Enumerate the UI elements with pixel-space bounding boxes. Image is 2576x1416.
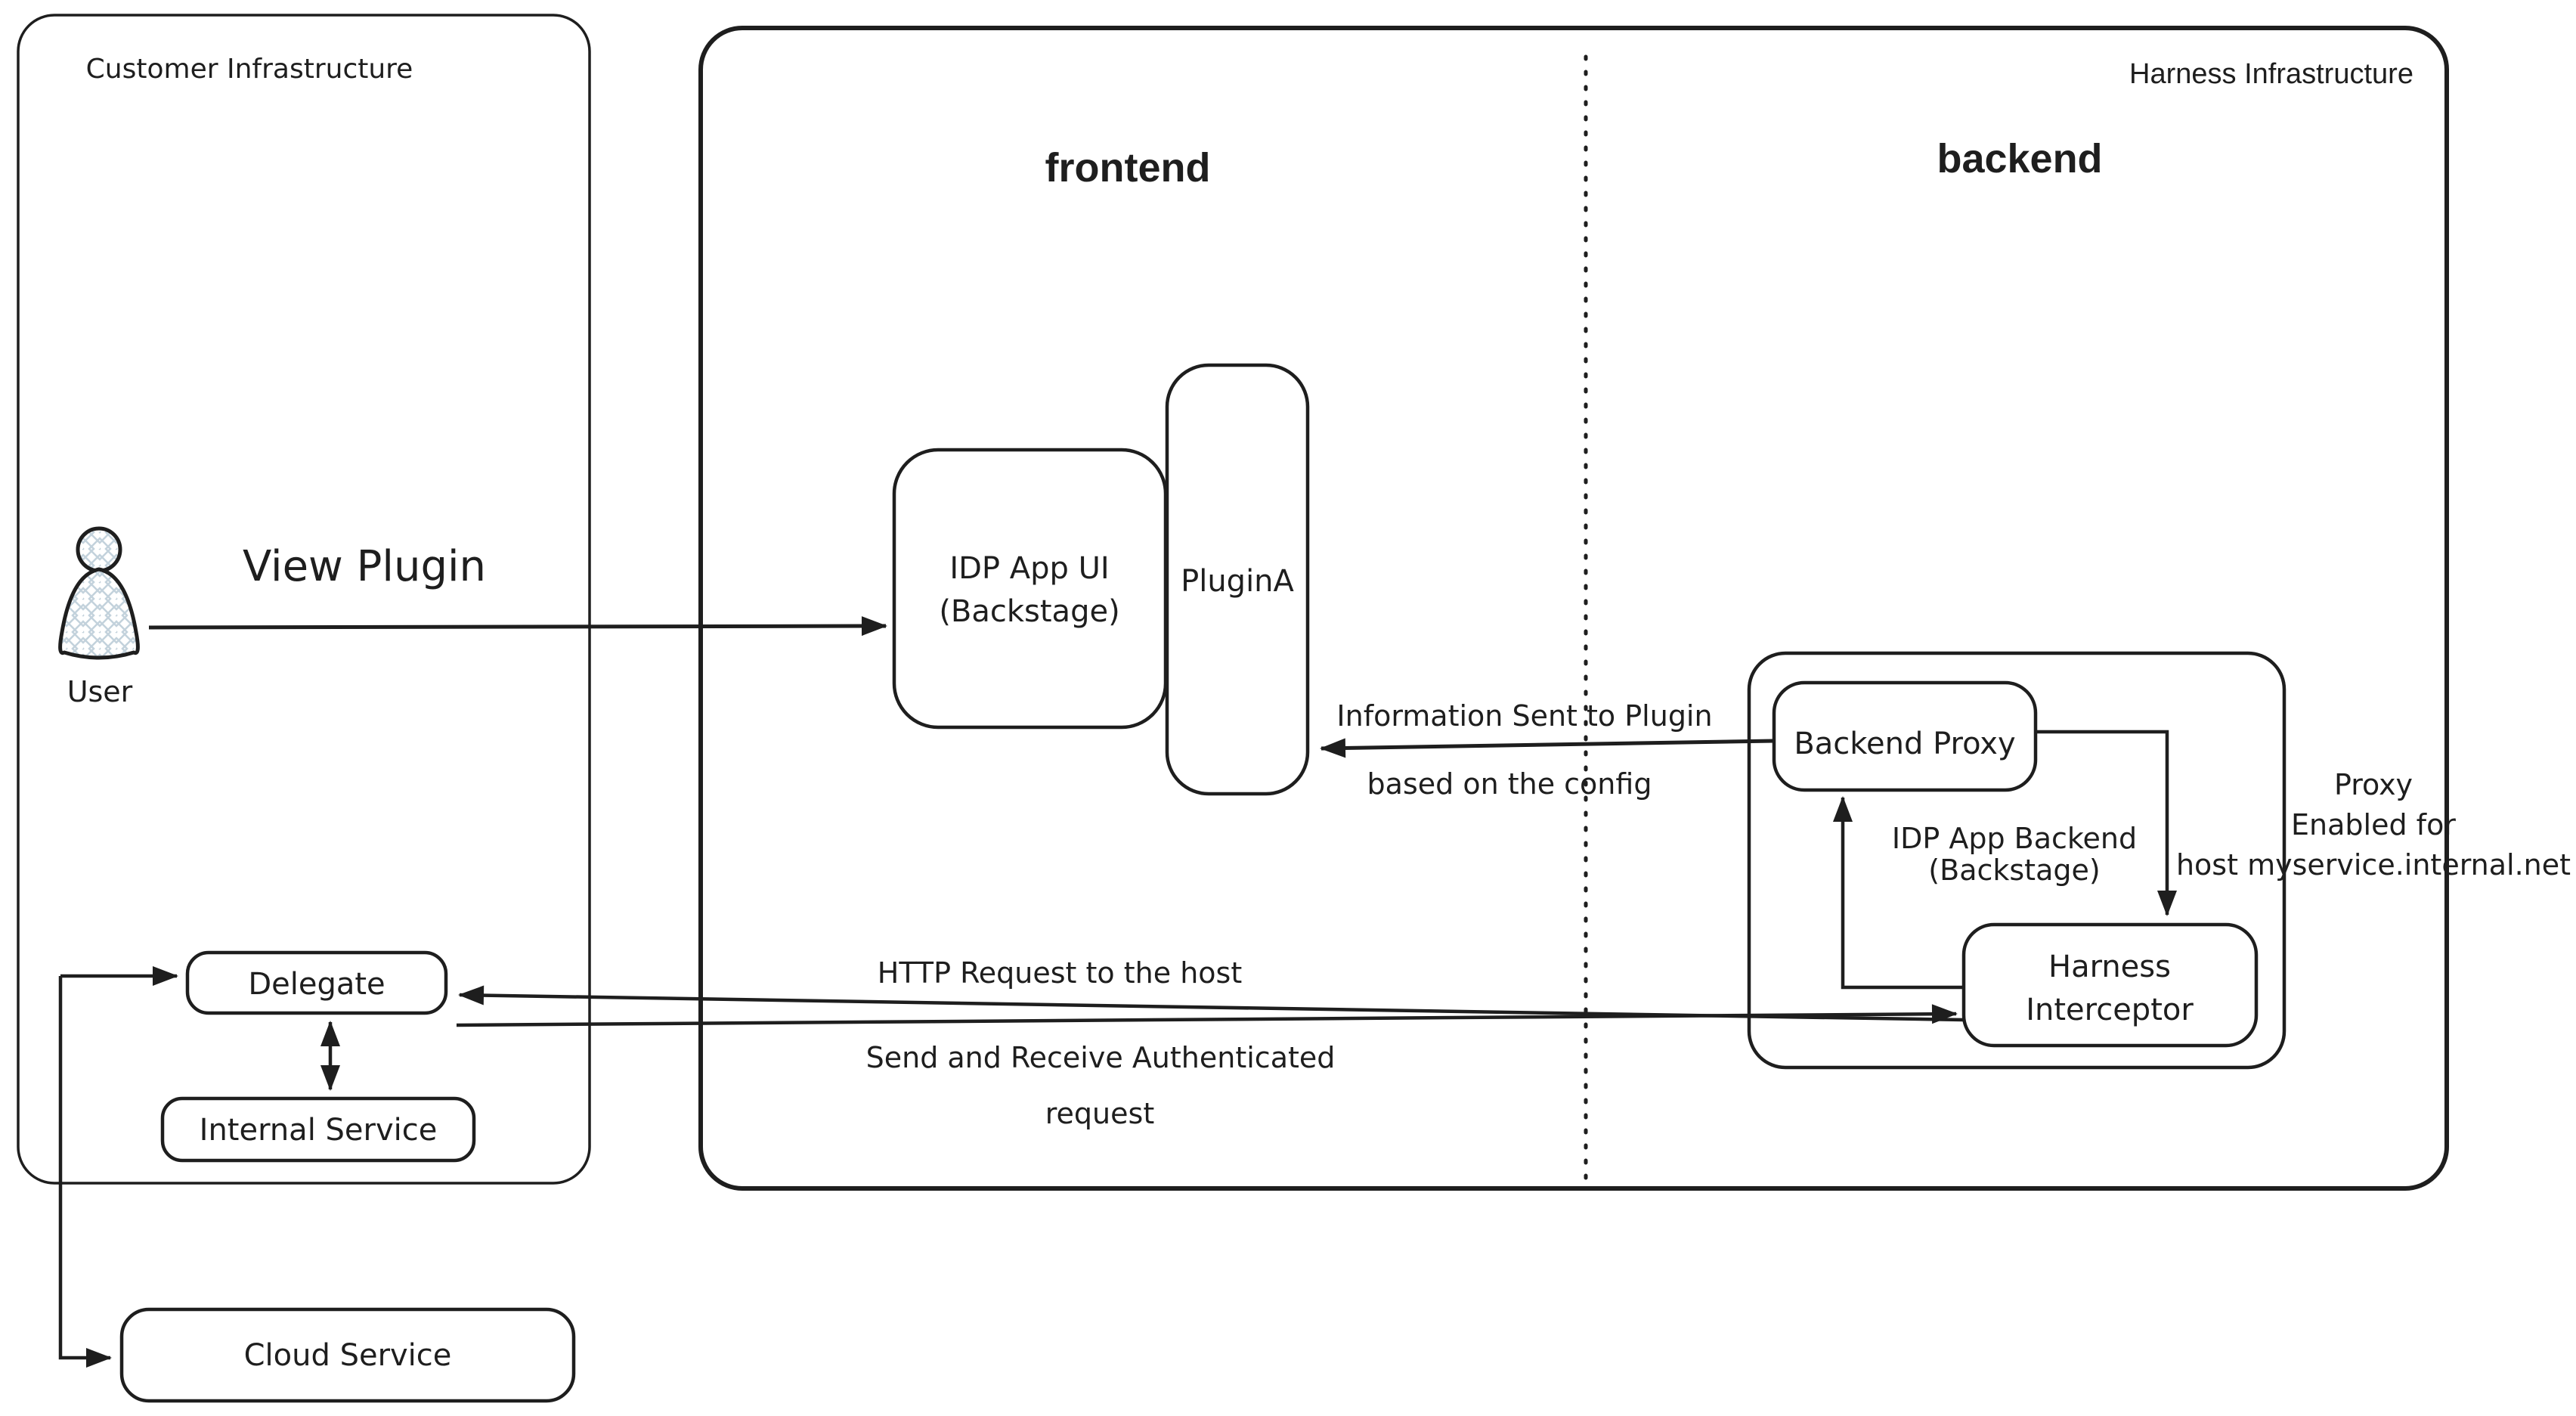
- delegate-node: [185, 950, 448, 1015]
- harness-infrastructure-label: Harness Infrastructure: [2129, 58, 2413, 90]
- proxy-enabled-label-line3: host myservice.internal.net: [2176, 848, 2571, 882]
- arrow-delegate-to-interceptor: [456, 1004, 1958, 1027]
- harness-interceptor-label-line1: Harness: [2048, 950, 2171, 984]
- http-request-label-line1: HTTP Request to the host: [878, 956, 1242, 990]
- frontend-zone-label: frontend: [1045, 145, 1211, 191]
- idp-app-backend-label-line2: (Backstage): [1928, 854, 2100, 887]
- internal-service-node: [160, 1096, 476, 1163]
- harness-interceptor-node: [1961, 922, 2259, 1048]
- cloud-service-label: Cloud Service: [244, 1338, 452, 1373]
- arrow-interceptor-to-proxy: [1833, 796, 1964, 990]
- backend-zone-label: backend: [1937, 136, 2102, 181]
- proxy-enabled-label-line1: Proxy: [2334, 768, 2413, 801]
- http-request-label-line3: request: [1045, 1097, 1154, 1130]
- proxy-enabled-label-line2: Enabled for: [2291, 808, 2456, 841]
- arrow-delegate-to-cloud: [58, 976, 112, 1368]
- customer-infrastructure-label: Customer Infrastructure: [86, 54, 413, 85]
- arrow-proxy-to-interceptor: [2036, 730, 2177, 916]
- info-to-plugin-label-line1: Information Sent to Plugin: [1336, 699, 1712, 733]
- arrow-proxy-to-plugin: [1320, 738, 1775, 758]
- view-plugin-edge-label: View Plugin: [243, 542, 486, 591]
- idp-app-ui-label-line2: (Backstage): [939, 594, 1119, 629]
- user-label: User: [67, 675, 133, 708]
- info-to-plugin-label-line2: based on the config: [1367, 767, 1652, 801]
- user-icon: [58, 526, 140, 660]
- user-icon-body: [58, 567, 140, 660]
- backend-proxy-label: Backend Proxy: [1794, 727, 2015, 761]
- internal-service-label: Internal Service: [200, 1113, 438, 1148]
- idp-app-ui-label-line1: IDP App UI: [949, 551, 1109, 586]
- http-request-label-line2: Send and Receive Authenticated: [866, 1041, 1336, 1074]
- plugin-a-node: [1165, 363, 1310, 796]
- customer-infrastructure-container: [17, 14, 591, 1185]
- harness-interceptor-label-line2: Interceptor: [2026, 993, 2194, 1027]
- cloud-service-node: [119, 1307, 576, 1403]
- idp-app-backend-label-line1: IDP App Backend: [1892, 822, 2137, 855]
- backend-proxy-node: [1772, 680, 2038, 792]
- idp-app-ui-node: [892, 448, 1168, 730]
- arrow-user-to-idp-ui: [148, 616, 887, 637]
- user-icon-head: [76, 526, 122, 573]
- plugin-a-label: PluginA: [1181, 564, 1294, 599]
- delegate-label: Delegate: [248, 967, 385, 1002]
